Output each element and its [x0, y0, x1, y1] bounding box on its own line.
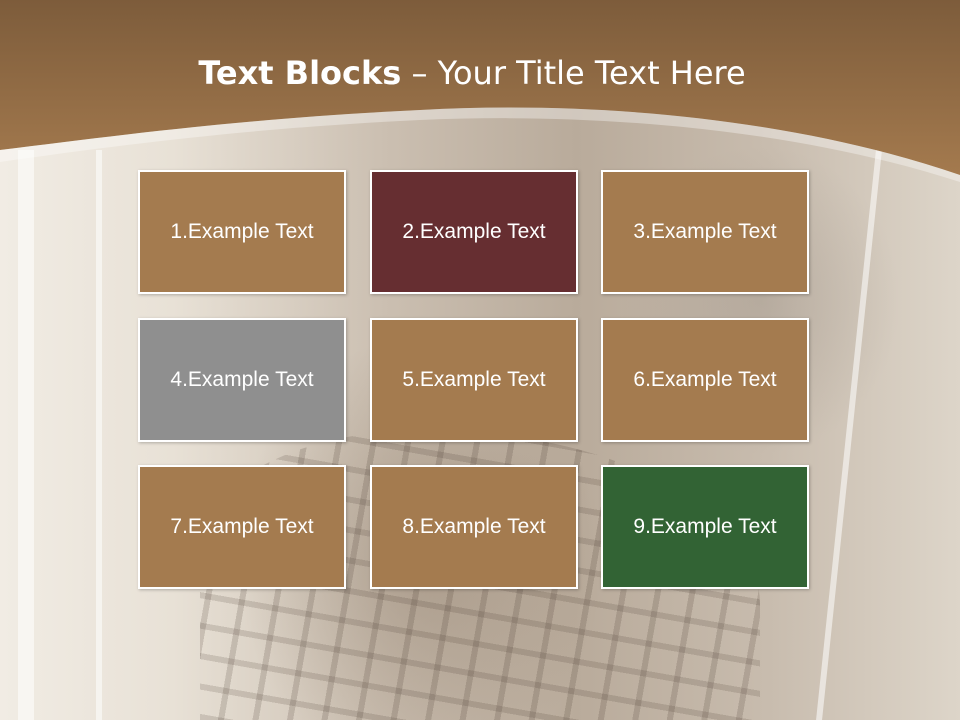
text-block-6[interactable]: 6.Example Text	[601, 318, 809, 442]
slide-title: Text Blocks – Your Title Text Here	[0, 54, 944, 92]
background-frame-line	[18, 150, 34, 720]
title-bold: Text Blocks	[198, 54, 402, 92]
text-block-4[interactable]: 4.Example Text	[138, 318, 346, 442]
title-dash: –	[401, 54, 438, 92]
background-frame-line	[96, 150, 102, 720]
text-block-8[interactable]: 8.Example Text	[370, 465, 578, 589]
header-wave-highlight	[0, 107, 960, 182]
title-rest: Your Title Text Here	[437, 54, 746, 92]
header-band	[0, 0, 960, 182]
text-block-5[interactable]: 5.Example Text	[370, 318, 578, 442]
header-wave	[0, 0, 960, 175]
text-block-7[interactable]: 7.Example Text	[138, 465, 346, 589]
text-block-2[interactable]: 2.Example Text	[370, 170, 578, 294]
text-block-1[interactable]: 1.Example Text	[138, 170, 346, 294]
text-block-9[interactable]: 9.Example Text	[601, 465, 809, 589]
text-block-3[interactable]: 3.Example Text	[601, 170, 809, 294]
